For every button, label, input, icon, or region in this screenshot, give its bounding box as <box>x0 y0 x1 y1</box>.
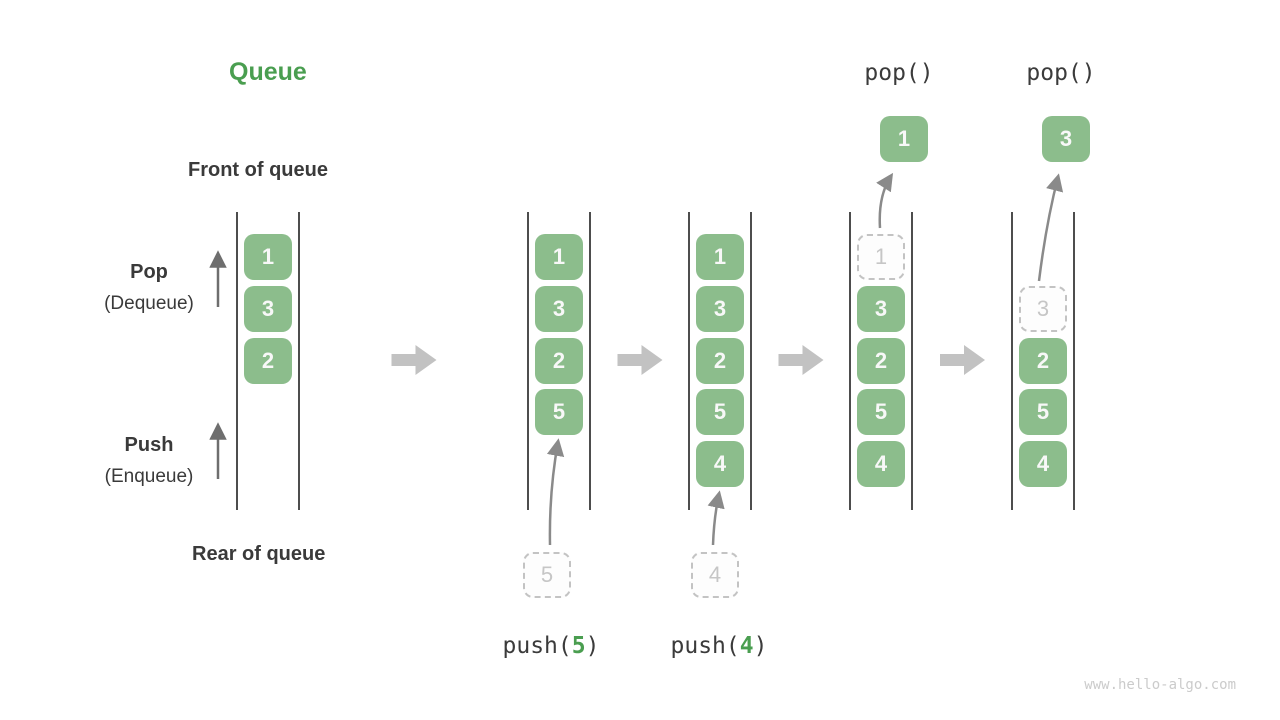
pop-arrow <box>1037 173 1064 282</box>
front-of-queue-label: Front of queue <box>188 159 328 181</box>
rear-of-queue-label: Rear of queue <box>192 543 326 565</box>
push-call-part: 5 <box>571 633 586 659</box>
queue-column-line <box>527 212 529 510</box>
push-arrow <box>707 490 725 546</box>
queue-item: 1 <box>244 234 292 280</box>
queue-item: 3 <box>244 286 292 332</box>
queue-column-line <box>750 212 752 510</box>
enqueue-label: (Enqueue) <box>104 466 194 487</box>
push-label: Push <box>124 434 174 456</box>
queue-column-line <box>298 212 300 510</box>
popped-item: 1 <box>880 116 928 162</box>
queue-item: 3 <box>696 286 744 332</box>
pop-arrow <box>876 172 894 229</box>
queue-item: 5 <box>857 389 905 435</box>
queue-column-line <box>236 212 238 510</box>
pop-call-label: pop() <box>864 60 934 86</box>
push-call-part: push( <box>670 633 740 659</box>
queue-item: 4 <box>696 441 744 487</box>
diagram-title: Queue <box>229 58 307 86</box>
queue-item: 1 <box>696 234 744 280</box>
queue-column-line <box>849 212 851 510</box>
queue-item: 3 <box>535 286 583 332</box>
queue-item: 2 <box>857 338 905 384</box>
queue-column-line <box>688 212 690 510</box>
queue-item: 5 <box>1019 389 1067 435</box>
push-call-label: push(5) <box>471 633 631 659</box>
pop-label: Pop <box>130 261 168 283</box>
dequeue-label: (Dequeue) <box>104 293 194 314</box>
queue-item: 4 <box>1019 441 1067 487</box>
queue-column-line <box>1073 212 1075 510</box>
push-call-part: ) <box>585 633 600 659</box>
queue-item: 1 <box>535 234 583 280</box>
push-call-label: push(4) <box>639 633 799 659</box>
flow-arrow <box>778 345 824 375</box>
watermark: www.hello-algo.com <box>1084 677 1236 693</box>
push-call-part: push( <box>502 633 572 659</box>
push-operation-label: Push (Enqueue) <box>84 434 214 488</box>
incoming-ghost-item: 5 <box>523 552 571 598</box>
queue-item: 2 <box>244 338 292 384</box>
queue-column-line <box>589 212 591 510</box>
queue-item: 5 <box>535 389 583 435</box>
push-call-part: 4 <box>739 633 754 659</box>
push-call-part: ) <box>753 633 768 659</box>
pop-operation-label: Pop (Dequeue) <box>84 261 214 315</box>
flow-arrow <box>940 345 985 375</box>
popped-item: 3 <box>1042 116 1090 162</box>
flow-arrow <box>391 345 437 375</box>
queue-item: 2 <box>696 338 744 384</box>
flow-arrow <box>617 345 663 375</box>
queue-item: 4 <box>857 441 905 487</box>
queue-item: 5 <box>696 389 744 435</box>
incoming-ghost-item: 4 <box>691 552 739 598</box>
queue-item: 3 <box>857 286 905 332</box>
pop-call-label: pop() <box>1026 60 1096 86</box>
popped-ghost-item: 1 <box>857 234 905 280</box>
popped-ghost-item: 3 <box>1019 286 1067 332</box>
queue-column-line <box>911 212 913 510</box>
queue-column-line <box>1011 212 1013 510</box>
queue-item: 2 <box>1019 338 1067 384</box>
queue-item: 2 <box>535 338 583 384</box>
push-arrow <box>546 438 565 546</box>
